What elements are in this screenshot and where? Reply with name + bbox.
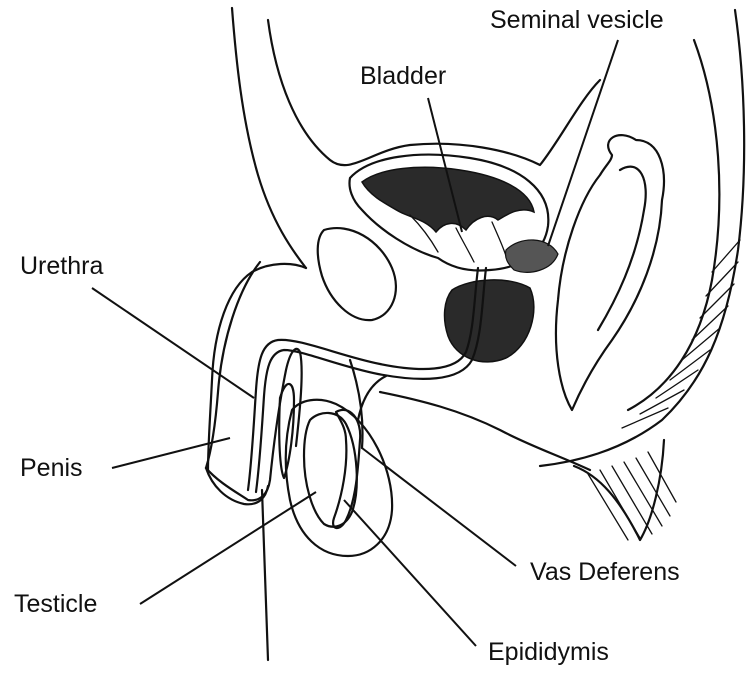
scrotum (286, 400, 392, 556)
spermatic-cord (262, 490, 268, 660)
testicle-body (304, 413, 357, 527)
peritoneum (268, 20, 600, 165)
label-penis: Penis (20, 456, 83, 481)
label-bladder: Bladder (360, 64, 446, 89)
label-seminal-vesicle: Seminal vesicle (490, 8, 664, 33)
pubic-bone (318, 228, 396, 320)
prostate (445, 280, 534, 362)
abdominal-wall-outline (232, 8, 306, 268)
label-epididymis: Epididymis (488, 640, 609, 665)
leader-penis (112, 438, 230, 468)
leader-epididymis (344, 500, 476, 646)
leader-vas-deferens (362, 448, 516, 566)
leader-urethra (92, 288, 254, 398)
urethra-tube (248, 268, 478, 490)
leader-testicle (140, 492, 316, 604)
label-vas-deferens: Vas Deferens (530, 560, 680, 585)
label-urethra: Urethra (20, 254, 103, 279)
seminal-vesicle-gland (505, 240, 558, 272)
label-testicle: Testicle (14, 592, 97, 617)
rectum-inner (598, 167, 646, 330)
